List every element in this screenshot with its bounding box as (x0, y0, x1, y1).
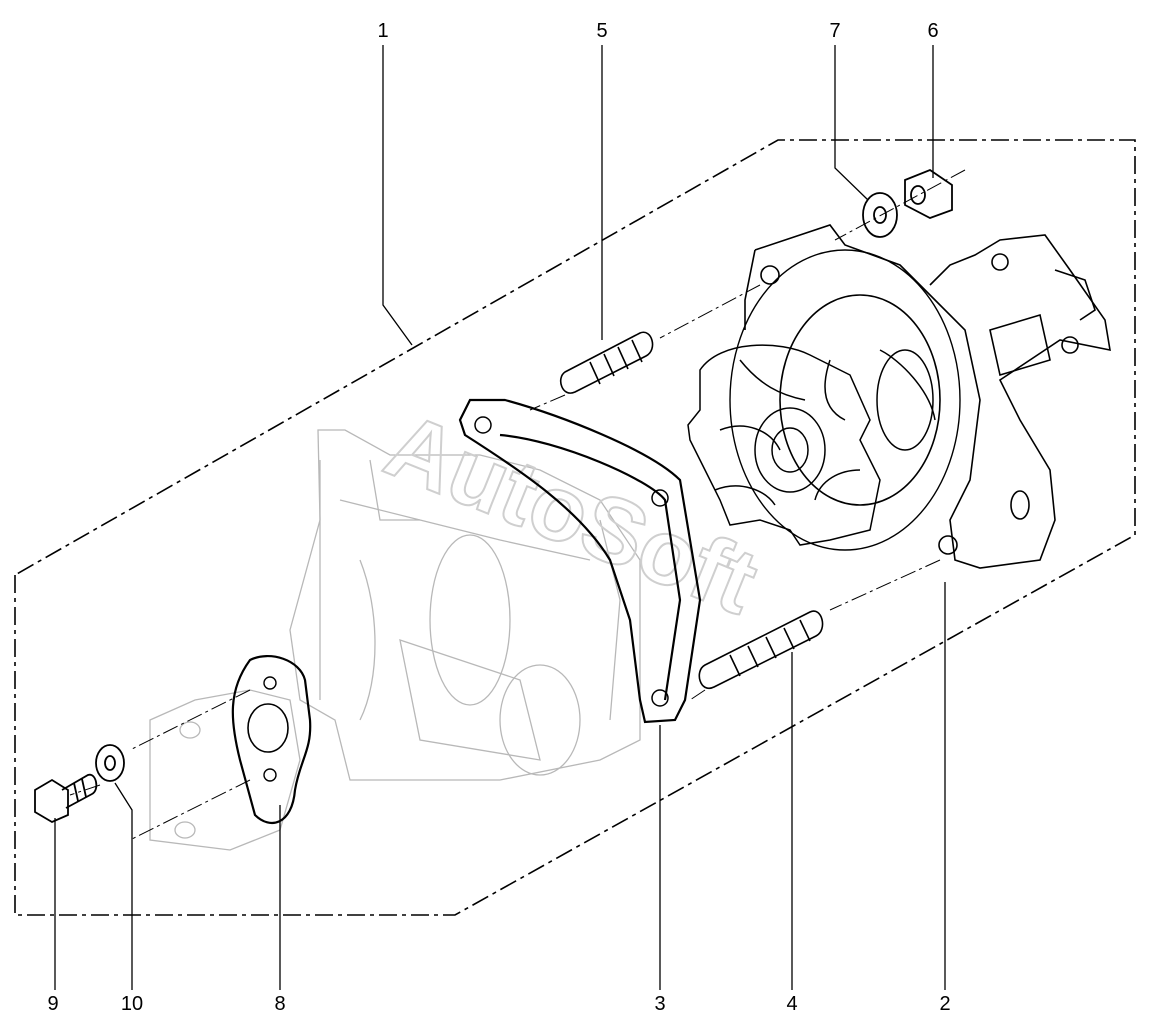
hex-nut (904, 168, 953, 219)
callout-5: 5 (596, 20, 608, 42)
hex-bolt (34, 773, 98, 824)
flange-gasket (231, 655, 312, 825)
washer-upper (862, 192, 898, 238)
washer-lower (95, 744, 125, 782)
stud-upper (559, 331, 654, 394)
callout-3: 3 (654, 993, 666, 1015)
alignment-axes (69, 169, 966, 841)
water-pump-body (729, 224, 1111, 569)
pump-gasket (458, 398, 702, 724)
impeller (687, 344, 936, 546)
callout-1: 1 (377, 20, 389, 42)
leader-lines (54, 45, 946, 990)
callout-6: 6 (927, 20, 939, 42)
assembly-boundary (14, 139, 1136, 916)
callout-10: 10 (120, 993, 144, 1015)
callout-9: 9 (47, 993, 59, 1015)
callout-7: 7 (829, 20, 841, 42)
callout-2: 2 (939, 993, 951, 1015)
callout-4: 4 (786, 993, 798, 1015)
callout-8: 8 (274, 993, 286, 1015)
stud-lower (698, 610, 824, 690)
